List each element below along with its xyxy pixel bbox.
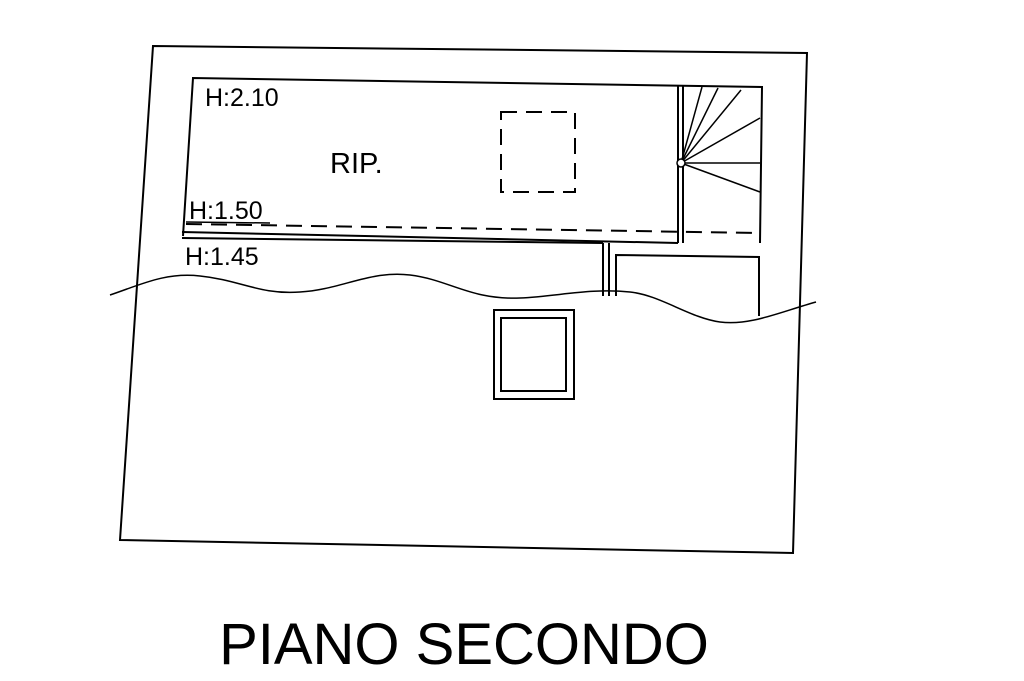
drawing-title: PIANO SECONDO xyxy=(219,612,709,677)
height-label-mid-underline xyxy=(185,221,271,224)
lower-room-outline xyxy=(615,253,760,316)
height-label-top: H:2.10 xyxy=(205,84,279,112)
height-boundary-dashed xyxy=(185,223,761,234)
room-name-label: RIP. xyxy=(330,148,383,180)
chimney-inner xyxy=(500,317,567,392)
inner-room-outline xyxy=(182,76,764,244)
roof-hatch-dashed xyxy=(500,111,576,193)
chimney-outer xyxy=(493,309,575,400)
partition-wall-line-1 xyxy=(181,231,679,244)
partition-wall-line-2 xyxy=(181,237,604,244)
outer-wall xyxy=(118,44,809,555)
height-label-mid: H:1.50 xyxy=(189,197,263,225)
height-label-lower: H:1.45 xyxy=(185,243,259,271)
spiral-stair xyxy=(676,86,761,193)
break-line xyxy=(109,273,817,324)
